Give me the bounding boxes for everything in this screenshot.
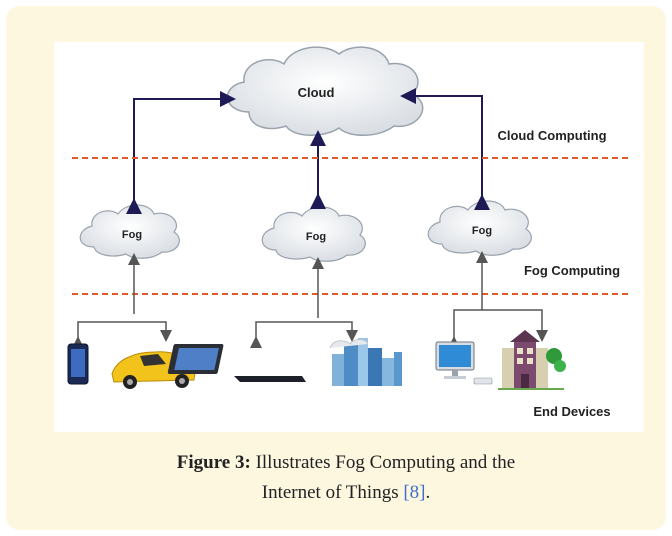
- city-buildings-icon: [329, 338, 402, 386]
- cloud-fog-links: [126, 88, 490, 214]
- smartphone-icon: [67, 343, 89, 385]
- caption-text-line2: Internet of Things: [261, 482, 399, 503]
- diagram-canvas: Cloud Fog Fog Fog Cloud Compu: [67, 46, 630, 419]
- sports-car-icon: [111, 351, 197, 389]
- fog-node-right: Fog: [427, 200, 532, 256]
- fog-label-left: Fog: [122, 229, 142, 241]
- fog-label-right: Fog: [472, 225, 492, 237]
- fog-label-center: Fog: [306, 231, 326, 243]
- layer-label-fog: Fog Computing: [524, 263, 620, 278]
- cloud-node: Cloud: [226, 46, 424, 136]
- figure-caption: Figure 3: Illustrates Fog Computing and …: [46, 448, 646, 508]
- tablet-icon: [167, 344, 306, 382]
- layer-label-cloud: Cloud Computing: [497, 128, 606, 143]
- cloud-label: Cloud: [298, 85, 335, 100]
- figure-label: Figure 3:: [176, 452, 251, 473]
- caption-trailing: .: [425, 482, 431, 503]
- link-cloud-fog-left: [126, 91, 236, 214]
- figure-panel: Cloud Fog Fog Fog Cloud Compu: [6, 6, 666, 530]
- layer-label-end-devices: End Devices: [533, 404, 610, 419]
- fog-computing-diagram: Cloud Fog Fog Fog Cloud Compu: [54, 42, 644, 432]
- device-links: [72, 251, 548, 348]
- fog-node-center: Fog: [261, 206, 366, 262]
- reference-link[interactable]: [8]: [403, 482, 426, 503]
- link-cloud-fog-right: [400, 88, 490, 210]
- caption-text: Illustrates Fog Computing and the: [255, 452, 516, 473]
- desktop-monitor-icon: [435, 341, 493, 385]
- fog-node-left: Fog: [79, 204, 180, 259]
- house-icon: [498, 330, 566, 390]
